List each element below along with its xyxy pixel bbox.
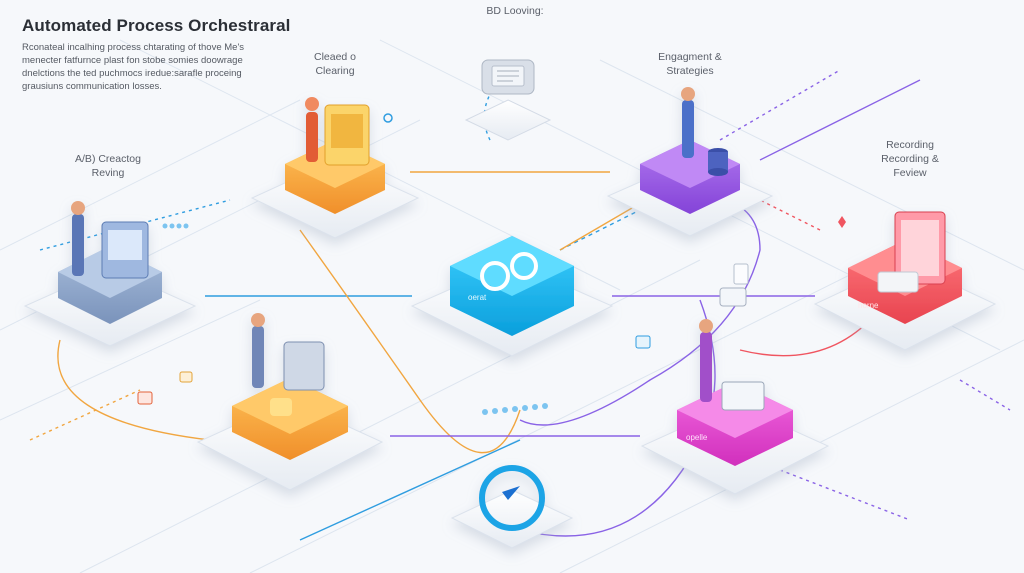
connector-lines (29, 59, 1011, 541)
connector-bottom-right (779, 469, 911, 521)
link-rings-icon (480, 252, 538, 291)
description-line: Rconateal incalhing process chtarating o… (22, 42, 245, 53)
mini-box-icon (137, 391, 153, 405)
person-icon (700, 332, 712, 402)
mini-target-icon (383, 113, 393, 123)
connector-blue-diag (299, 439, 521, 541)
orange-bottom-node[interactable] (196, 313, 384, 491)
engagement-label-line: Engagment & (658, 51, 722, 63)
engagement-label: Engagment & Strategies (630, 50, 750, 78)
flow-dots (162, 223, 548, 415)
recording-label-line: Recording & (881, 153, 939, 165)
recording-node[interactable]: horne (813, 211, 997, 351)
magenta-inner-label: opelle (686, 433, 708, 442)
connector-cleared-to-hub (299, 229, 521, 454)
connector-left-orange (29, 389, 141, 441)
sync-node[interactable] (450, 465, 574, 549)
mini-card-icon (733, 263, 749, 285)
small-icons (137, 113, 846, 405)
cleared-node[interactable] (250, 97, 420, 239)
coin-stack-icon (270, 398, 292, 416)
person-icon (306, 112, 318, 162)
mini-chat-icon (635, 335, 651, 349)
connector-red-dashed (759, 199, 821, 231)
bd-looving-node[interactable] (464, 59, 552, 141)
recording-label-line: Feview (893, 167, 927, 179)
cleared-label-line: Cleaed o (313, 51, 357, 63)
connector-right-edge (959, 379, 1011, 411)
top-label: BD Looving: (486, 5, 544, 17)
ab-label-line: A/B) Creactog (75, 153, 141, 165)
connector-purple-arrow (759, 79, 921, 161)
sync-icon (479, 465, 545, 531)
mini-dashboard-icon (719, 287, 747, 307)
engagement-label-line: Strategies (666, 65, 714, 77)
magenta-node[interactable]: opelle (640, 319, 830, 495)
arrow-icon (502, 486, 520, 500)
engagement-node[interactable] (606, 87, 774, 237)
laptop-icon (721, 381, 765, 411)
connector-red-to-magenta (739, 319, 871, 357)
connector-ab-to-orange (57, 339, 211, 441)
screen-icon (283, 341, 325, 391)
page-description: Rconateal incalhing process chtarating o… (22, 41, 272, 93)
description-line: grausiuns communication losses. (22, 81, 162, 92)
recording-label: Recording Recording & Feview (860, 138, 960, 180)
hub-label: oerat (468, 293, 487, 302)
person-icon (252, 326, 264, 388)
cleared-label-line: Clearing (315, 65, 355, 77)
person-icon (682, 100, 694, 158)
bd-plate (464, 99, 552, 141)
description-line: dnelctions the ted puchmocs iredue:saraf… (22, 68, 242, 79)
page-title: Automated Process Orchestraral (22, 16, 291, 35)
cleared-label: Cleaed o Clearing (290, 50, 380, 78)
recording-inner-label: horne (858, 301, 879, 310)
recording-label-line: Recording (886, 139, 934, 151)
database-icon (708, 148, 728, 176)
ab-label-line: Reving (91, 167, 125, 179)
mini-box-icon-2 (179, 371, 193, 383)
ab-testing-node[interactable] (23, 201, 197, 347)
connector-top-dashed (483, 59, 521, 141)
connector-hub-to-purple (559, 209, 641, 251)
description-line: menecter fatfurnce plast fon stobe somie… (22, 55, 243, 66)
connector-purple-dashed (719, 69, 841, 141)
ab-testing-label: A/B) Creactog Reving (58, 152, 158, 180)
mini-sparkle-icon (838, 216, 846, 228)
person-icon (72, 214, 84, 276)
hub-node[interactable]: oerat (410, 236, 614, 357)
